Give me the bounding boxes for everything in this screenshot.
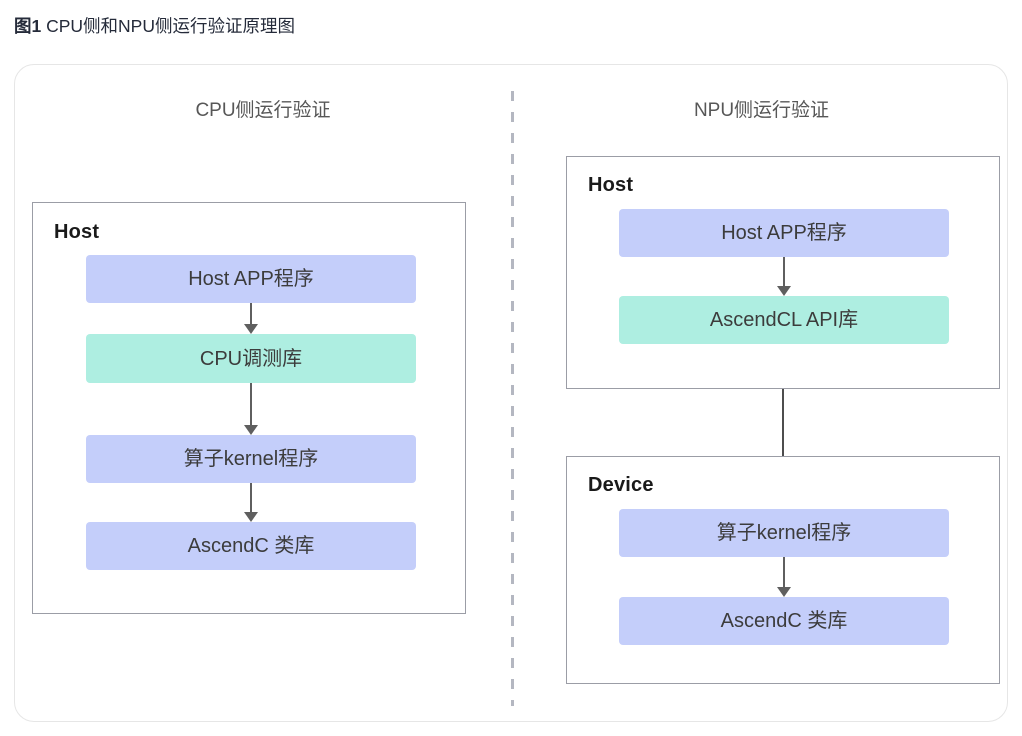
panel-divider	[511, 91, 514, 706]
node-op-kernel-device[interactable]: 算子kernel程序	[619, 509, 949, 557]
group-device-npu: Device 算子kernel程序 AscendC 类库	[566, 456, 1000, 684]
connector-host-to-device	[782, 389, 784, 456]
diagram-card: CPU侧运行验证 Host Host APP程序 CPU调测库 算子kernel…	[14, 64, 1008, 722]
node-host-app-npu[interactable]: Host APP程序	[619, 209, 949, 257]
node-ascendc-lib-device[interactable]: AscendC 类库	[619, 597, 949, 645]
figure-number: 图1	[14, 16, 42, 36]
group-label-device: Device	[588, 474, 654, 496]
arrow-op-kernel-to-ascendc-cpu	[244, 483, 258, 522]
node-op-kernel-cpu[interactable]: 算子kernel程序	[86, 435, 416, 483]
arrow-host-app-to-ascendcl-api	[777, 257, 791, 296]
arrow-op-kernel-to-ascendc-device	[777, 557, 791, 597]
group-label-host-npu: Host	[588, 174, 634, 196]
node-ascendcl-api-lib[interactable]: AscendCL API库	[619, 296, 949, 344]
node-cpu-debug-lib[interactable]: CPU调测库	[86, 334, 416, 383]
group-host-npu: Host Host APP程序 AscendCL API库	[566, 156, 1000, 389]
figure-caption: 图1 CPU侧和NPU侧运行验证原理图	[14, 14, 295, 38]
node-host-app-cpu[interactable]: Host APP程序	[86, 255, 416, 303]
group-label-host-cpu: Host	[54, 221, 100, 243]
panel-title-cpu-side: CPU侧运行验证	[195, 100, 331, 121]
node-ascendc-lib-cpu[interactable]: AscendC 类库	[86, 522, 416, 570]
arrow-host-app-to-cpu-debug	[244, 303, 258, 334]
figure-caption-text: CPU侧和NPU侧运行验证原理图	[41, 16, 295, 36]
group-host-cpu: Host Host APP程序 CPU调测库 算子kernel程序	[32, 202, 466, 614]
arrow-cpu-debug-to-op-kernel	[244, 383, 258, 435]
panel-title-npu-side: NPU侧运行验证	[693, 100, 830, 121]
